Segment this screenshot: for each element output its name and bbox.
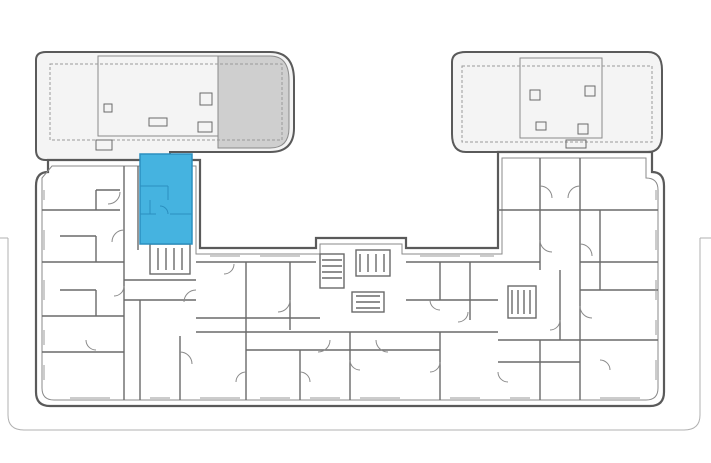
terrace-left — [35, 51, 295, 161]
interior-walls — [42, 158, 658, 400]
highlighted-unit[interactable] — [139, 153, 193, 245]
facade-windows — [43, 190, 657, 399]
terrace-right — [451, 51, 663, 153]
building-outline — [34, 150, 666, 408]
door-swings — [85, 185, 611, 383]
site-boundary — [0, 237, 711, 431]
